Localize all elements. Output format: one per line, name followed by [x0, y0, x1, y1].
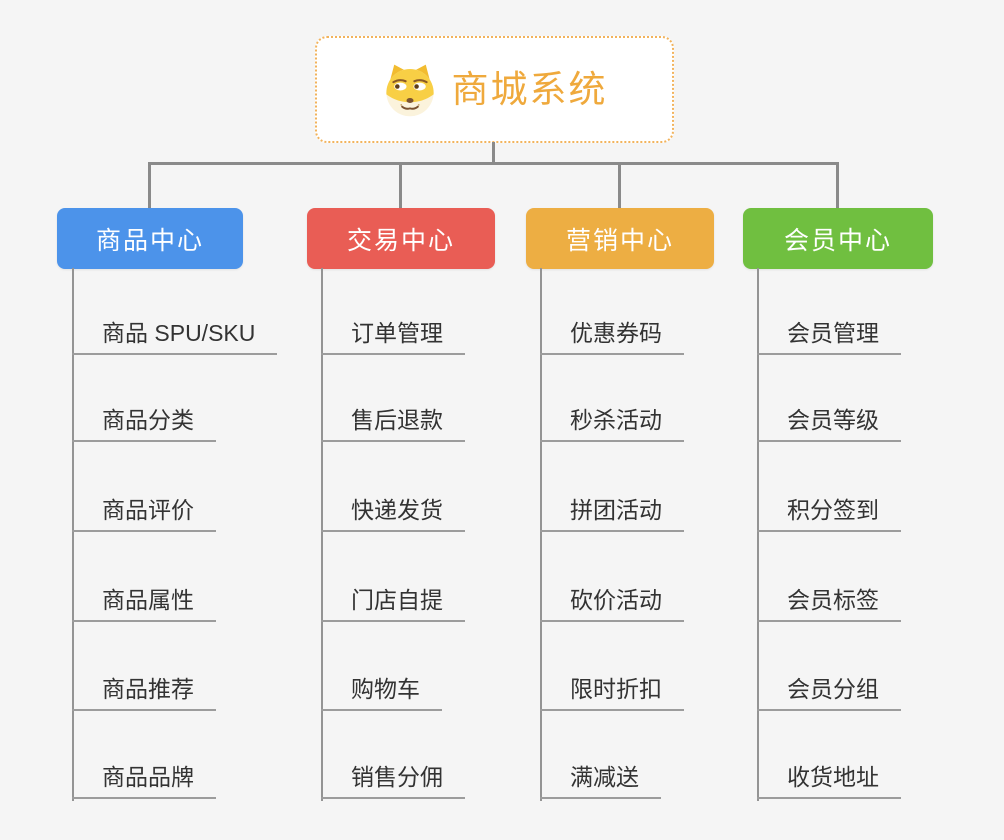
- leaf-node[interactable]: 订单管理: [321, 315, 465, 355]
- leaf-node[interactable]: 商品品牌: [72, 759, 216, 799]
- leaf-node[interactable]: 购物车: [321, 671, 442, 711]
- branch-node-product-center[interactable]: 商品中心: [57, 208, 243, 269]
- leaf-node[interactable]: 会员标签: [757, 582, 901, 622]
- leaf-node[interactable]: 拼团活动: [540, 492, 684, 532]
- leaf-node[interactable]: 收货地址: [757, 759, 901, 799]
- leaf-node[interactable]: 会员等级: [757, 402, 901, 442]
- root-node[interactable]: 商城系统: [315, 36, 674, 143]
- leaf-node[interactable]: 秒杀活动: [540, 402, 684, 442]
- branch-trunk-line: [540, 268, 542, 801]
- leaf-node[interactable]: 商品推荐: [72, 671, 216, 711]
- branch-trunk-line: [72, 268, 74, 801]
- root-title: 商城系统: [451, 69, 608, 110]
- leaf-node[interactable]: 销售分佣: [321, 759, 465, 799]
- leaf-node[interactable]: 优惠券码: [540, 315, 684, 355]
- branch-node-trade-center[interactable]: 交易中心: [307, 208, 495, 269]
- leaf-node[interactable]: 商品属性: [72, 582, 216, 622]
- leaf-node[interactable]: 商品评价: [72, 492, 216, 532]
- connector-drop-trade: [399, 162, 402, 208]
- leaf-node[interactable]: 门店自提: [321, 582, 465, 622]
- leaf-node[interactable]: 商品分类: [72, 402, 216, 442]
- branch-node-marketing-center[interactable]: 营销中心: [526, 208, 714, 269]
- leaf-node[interactable]: 售后退款: [321, 402, 465, 442]
- leaf-node[interactable]: 积分签到: [757, 492, 901, 532]
- connector-drop-marketing: [618, 162, 621, 208]
- connector-drop-products: [148, 162, 151, 208]
- leaf-node[interactable]: 会员管理: [757, 315, 901, 355]
- doge-face-icon: [382, 62, 438, 118]
- branch-trunk-line: [757, 268, 759, 801]
- connector-root-trunk: [492, 142, 495, 164]
- connector-drop-members: [836, 162, 839, 208]
- leaf-node[interactable]: 限时折扣: [540, 671, 684, 711]
- leaf-node[interactable]: 商品 SPU/SKU: [72, 315, 278, 355]
- leaf-node[interactable]: 砍价活动: [540, 582, 684, 622]
- branch-node-member-center[interactable]: 会员中心: [743, 208, 933, 269]
- connector-horizontal-bar: [148, 162, 839, 165]
- leaf-node[interactable]: 满减送: [540, 759, 661, 799]
- leaf-node[interactable]: 快递发货: [321, 492, 465, 532]
- leaf-node[interactable]: 会员分组: [757, 671, 901, 711]
- branch-trunk-line: [321, 268, 323, 801]
